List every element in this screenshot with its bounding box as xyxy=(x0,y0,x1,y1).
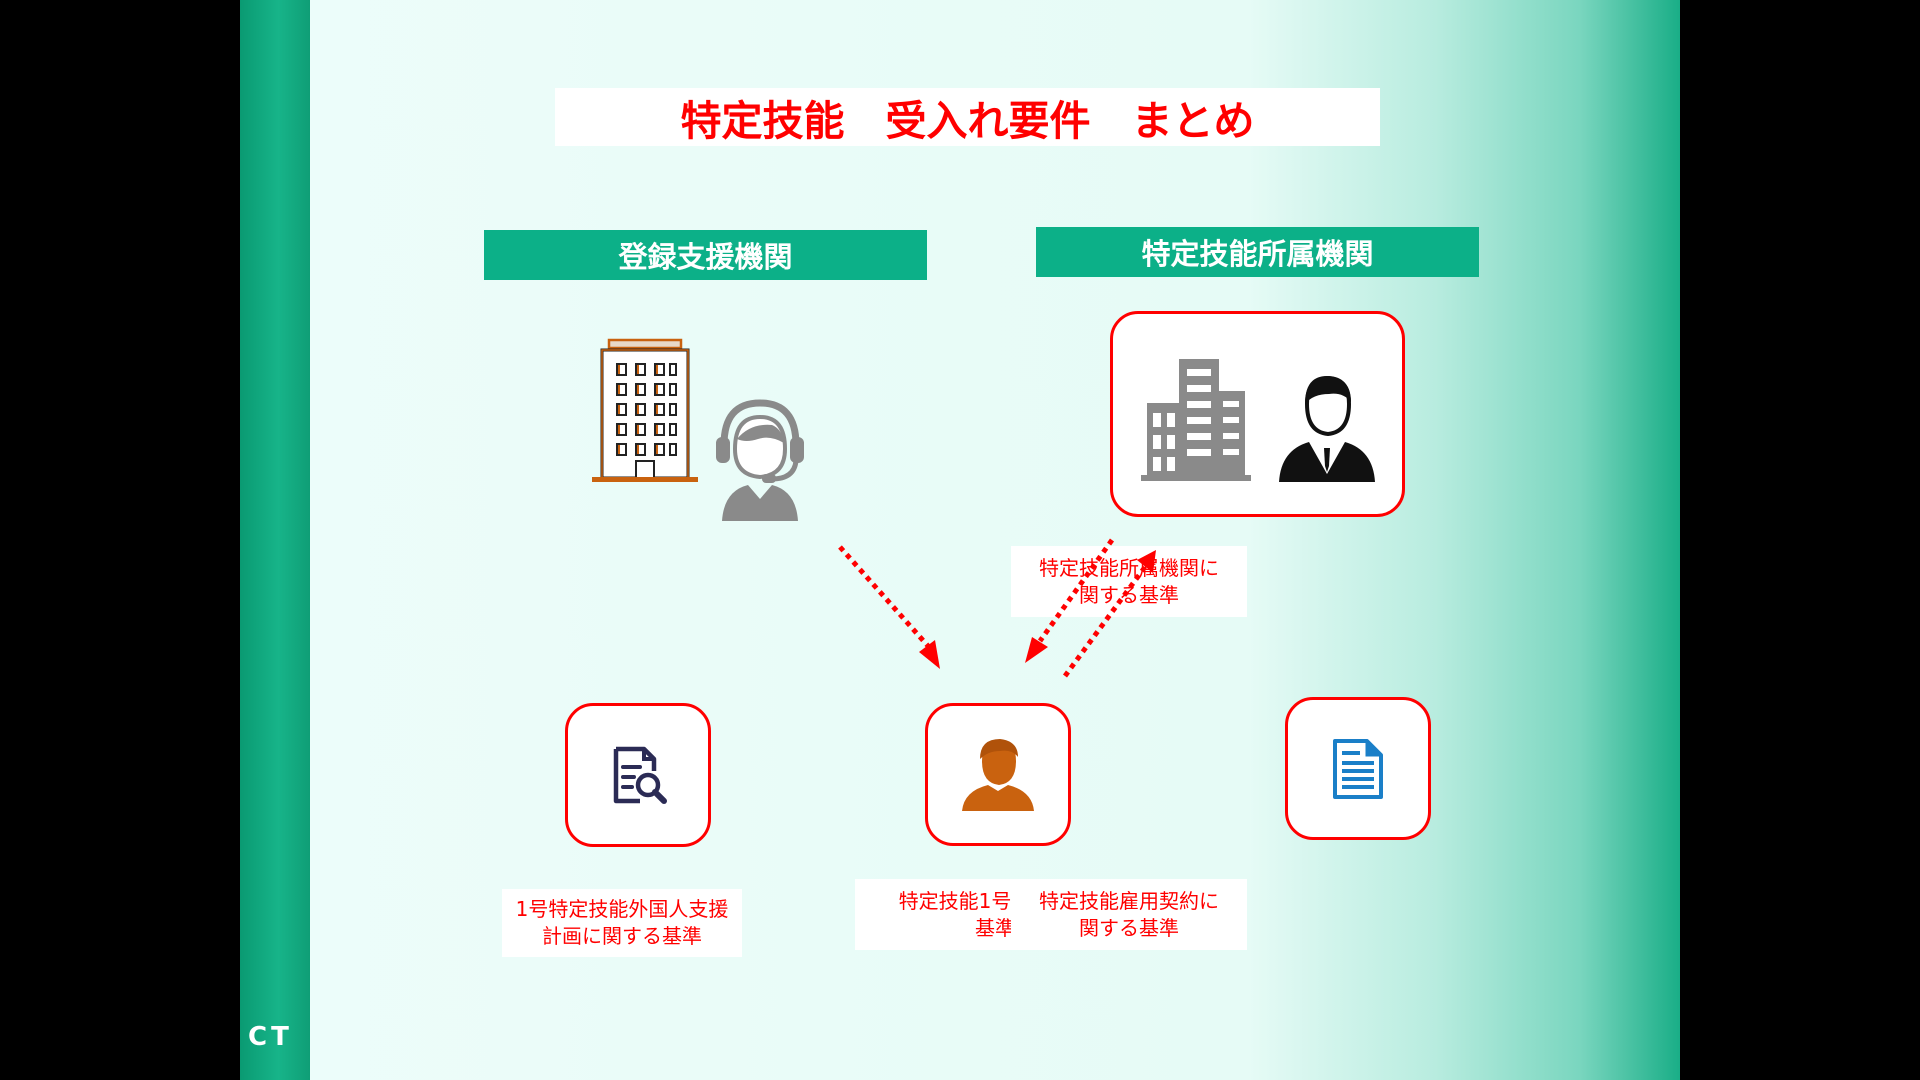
slide: CT 特定技能 受入れ要件 まとめ 登録支援機関 特定技能所属機関 xyxy=(240,0,1680,1080)
arrow-support-to-foreigner xyxy=(838,545,930,648)
caption-line: 基準 xyxy=(974,915,1015,940)
caption-org-criteria: 特定技能所属機関に関する基準 xyxy=(1011,546,1247,617)
support-plan-box xyxy=(565,703,711,847)
caption-line: 関する基準 xyxy=(1079,915,1179,940)
office-building-icon xyxy=(592,338,698,482)
arrow-org-to-foreigner xyxy=(1037,538,1115,643)
sidebar-strip: CT xyxy=(240,0,310,1080)
headset-operator-icon xyxy=(716,399,804,521)
caption-line: 計画に関する基準 xyxy=(541,924,702,948)
header-affiliated-org: 特定技能所属機関 xyxy=(1036,227,1479,277)
contract-box xyxy=(1285,697,1431,840)
caption-line: 1号特定技能外国人支援 xyxy=(515,897,729,921)
city-buildings-icon xyxy=(1140,359,1251,481)
foreigner-box xyxy=(925,703,1071,846)
caption-contract: 特定技能雇用契約に関する基準 xyxy=(1011,879,1247,950)
arrow-foreigner-to-org xyxy=(1062,565,1148,678)
caption-support-plan: 1号特定技能外国人支援計画に関する基準 xyxy=(502,889,742,957)
logo: CT xyxy=(248,1022,293,1052)
arrowhead xyxy=(1137,550,1156,573)
caption-line: 特定技能雇用契約に xyxy=(1039,888,1219,913)
arrowhead xyxy=(919,640,940,669)
title-box: 特定技能 受入れ要件 まとめ xyxy=(555,88,1380,146)
arrowhead xyxy=(1025,637,1048,663)
header-registered-support-org: 登録支援機関 xyxy=(484,230,927,280)
arrows-layer xyxy=(838,538,1156,678)
page-title: 特定技能 受入れ要件 まとめ xyxy=(680,97,1255,145)
document-search-icon xyxy=(613,746,667,804)
person-icon xyxy=(962,738,1034,811)
document-icon xyxy=(1333,738,1383,799)
businessman-icon xyxy=(1278,375,1375,482)
affiliated-org-box xyxy=(1110,311,1405,517)
caption-line: 特定技能所属機関に xyxy=(1039,555,1219,580)
